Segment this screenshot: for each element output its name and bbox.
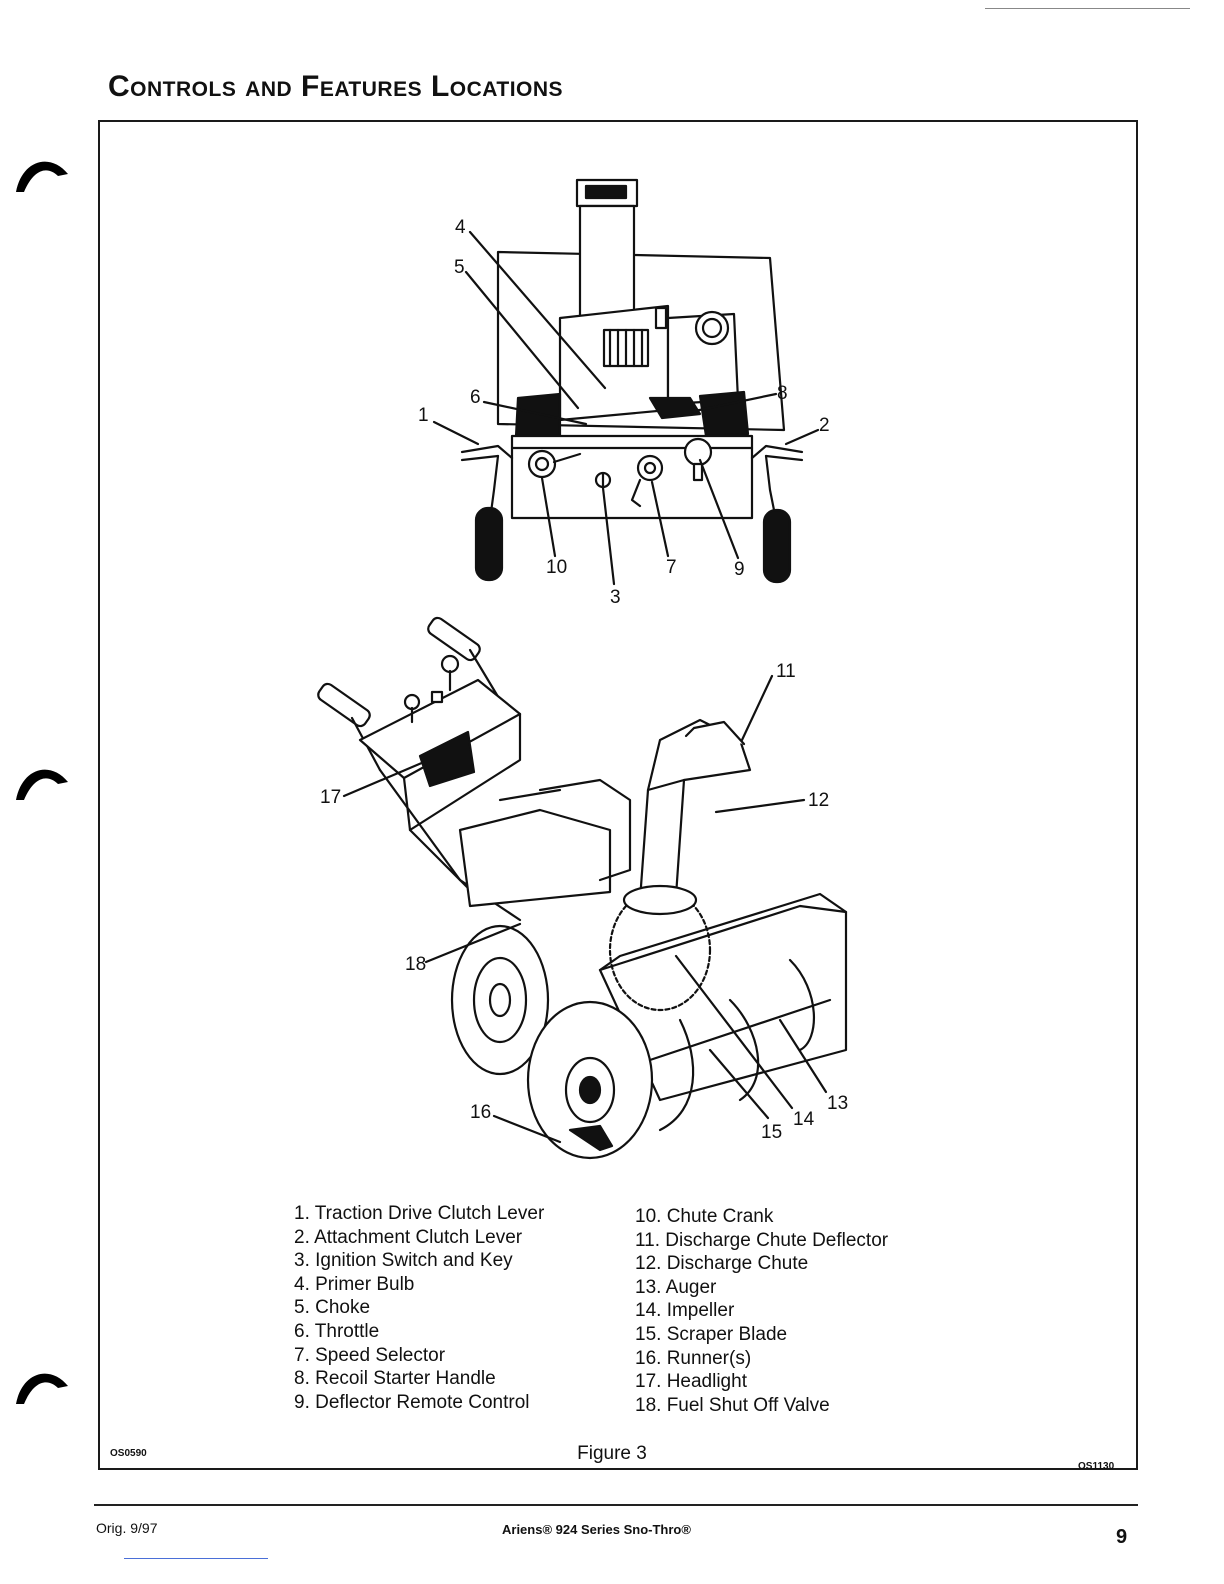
legend-item: 7. Speed Selector — [294, 1344, 446, 1366]
callout-3: 3 — [610, 587, 621, 608]
callout-13: 13 — [827, 1093, 849, 1114]
legend-left: 1. Traction Drive Clutch Lever 2. Attach… — [294, 1202, 544, 1414]
callout-7: 7 — [666, 557, 677, 578]
callout-17: 17 — [320, 787, 342, 808]
legend-item: 2. Attachment Clutch Lever — [294, 1226, 523, 1248]
legend-item: 4. Primer Bulb — [294, 1273, 415, 1295]
legend-item: 13. Auger — [635, 1276, 717, 1298]
footer-rule — [94, 1504, 1138, 1506]
callout-9: 9 — [734, 559, 745, 580]
callout-12: 12 — [808, 790, 830, 811]
legend-item: 15. Scraper Blade — [635, 1323, 788, 1345]
binder-mark-icon — [16, 1373, 68, 1404]
callout-11: 11 — [776, 661, 796, 682]
callout-2: 2 — [819, 415, 830, 436]
figure-code-left: OS0590 — [110, 1448, 147, 1459]
legend-right: 10. Chute Crank 11. Discharge Chute Defl… — [635, 1205, 888, 1417]
legend-item: 10. Chute Crank — [635, 1206, 774, 1227]
footer-product: Ariens® 924 Series Sno-Thro® — [502, 1522, 691, 1537]
legend-item: 17. Headlight — [635, 1371, 747, 1393]
callout-14: 14 — [793, 1109, 815, 1130]
legend-item: 16. Runner(s) — [635, 1347, 752, 1369]
page-title: Controls and Features Locations — [108, 70, 564, 103]
legend-item: 14. Impeller — [635, 1300, 735, 1322]
bottom-link-rule — [124, 1558, 268, 1559]
binder-mark-icon — [16, 161, 68, 192]
legend-item: 12. Discharge Chute — [635, 1253, 809, 1275]
callout-18: 18 — [405, 954, 427, 975]
callout-6: 6 — [470, 387, 481, 408]
figure-code-right: OS1130 — [1078, 1461, 1115, 1472]
callout-1: 1 — [418, 405, 429, 426]
legend-item: 6. Throttle — [294, 1320, 380, 1342]
figure-frame — [98, 120, 1138, 1470]
legend-item: 3. Ignition Switch and Key — [294, 1250, 513, 1272]
legend-item: 1. Traction Drive Clutch Lever — [294, 1203, 545, 1224]
callout-16: 16 — [470, 1102, 492, 1123]
callout-4: 4 — [455, 217, 466, 238]
figure-caption: Figure 3 — [577, 1443, 647, 1464]
legend-item: 9. Deflector Remote Control — [294, 1391, 530, 1413]
legend-item: 5. Choke — [294, 1297, 371, 1319]
legend-item: 8. Recoil Starter Handle — [294, 1368, 496, 1390]
callout-15: 15 — [761, 1122, 783, 1143]
callout-5: 5 — [454, 257, 465, 278]
legend-item: 11. Discharge Chute Deflector — [635, 1229, 889, 1251]
footer-edition: Orig. 9/97 — [96, 1520, 158, 1536]
legend-item: 18. Fuel Shut Off Valve — [635, 1394, 830, 1416]
callout-10: 10 — [546, 557, 568, 578]
top-rule — [985, 8, 1190, 9]
binder-mark-icon — [16, 769, 68, 800]
callout-8: 8 — [777, 383, 788, 404]
page-number: 9 — [1116, 1526, 1128, 1548]
